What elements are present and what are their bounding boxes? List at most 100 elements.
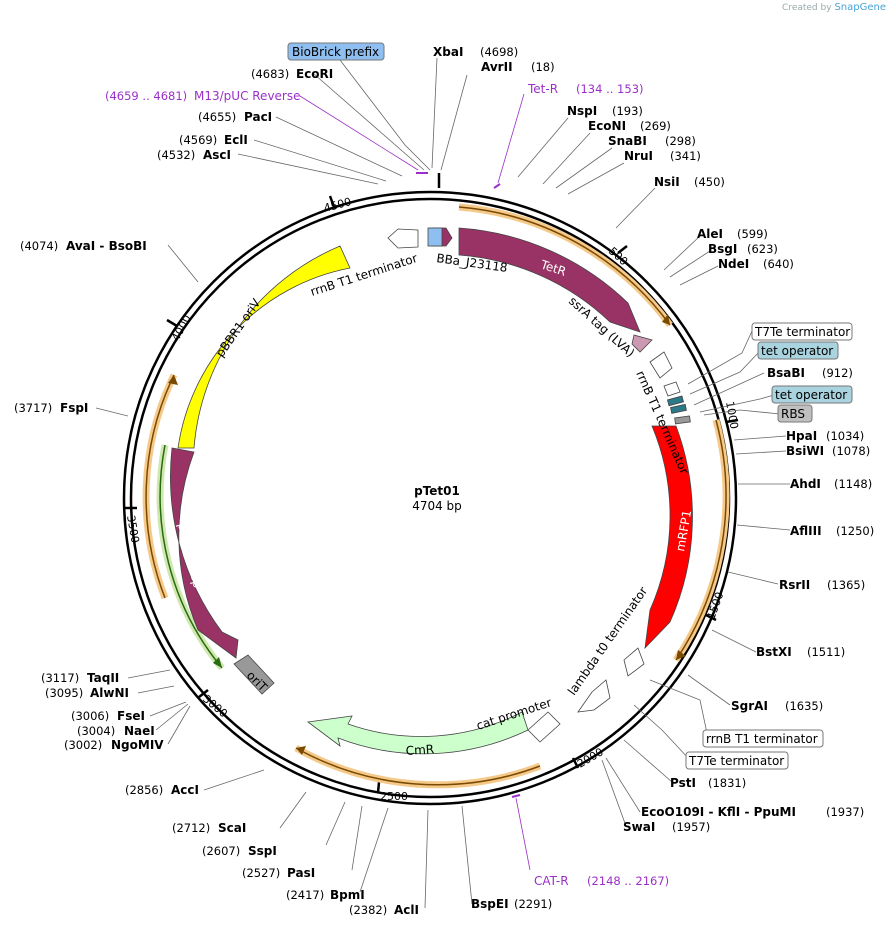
site-name: PstI (670, 776, 696, 790)
feature-label: pBBR1 oriV (213, 296, 264, 360)
boxed-feature-label: BioBrick prefix (292, 45, 379, 59)
site-name: ScaI (218, 821, 246, 835)
site-name: AleI (697, 227, 723, 241)
site-pos: (341) (670, 149, 701, 163)
site-pos: (18) (531, 60, 555, 74)
site-name: EcoNI (588, 119, 626, 133)
site-pos: (1250) (836, 524, 874, 538)
site-pos: (2527) (242, 866, 280, 880)
site-pos: (193) (612, 104, 643, 118)
boxed-feature-label: rrnB T1 terminator (706, 732, 818, 746)
mrfp1-arrow (644, 425, 693, 650)
feature-label: lambda t0 terminator (565, 584, 650, 698)
tick-label: 1000 (723, 400, 741, 430)
feature-label: CmR (405, 742, 434, 758)
site-name: NgoMIV (111, 738, 164, 752)
site-name: SnaBI (608, 134, 647, 148)
site-pos: (623) (747, 242, 778, 256)
site-name: BsiWI (786, 444, 824, 458)
site-name: AscI (203, 148, 231, 162)
site-pos: (298) (665, 134, 696, 148)
site-name: BsgI (708, 242, 737, 256)
site-pos: (2382) (349, 903, 387, 917)
site-pos: (4683) (251, 67, 289, 81)
site-name: SwaI (623, 820, 655, 834)
site-name: NaeI (124, 724, 155, 738)
site-name: NruI (624, 149, 653, 163)
site-pos: (2291) (514, 897, 552, 911)
site-pos: (1365) (827, 578, 865, 592)
boxed-feature-label: T7Te terminator (688, 754, 784, 768)
primer-name: CAT-R (534, 874, 569, 888)
site-pos: (912) (822, 366, 853, 380)
site-pos: (2417) (286, 888, 324, 902)
primer-name: Tet-R (527, 82, 558, 96)
site-name: XbaI (433, 45, 463, 59)
plasmid-length: 4704 bp (412, 499, 462, 513)
site-pos: (4532) (157, 148, 195, 162)
site-name: RsrII (779, 578, 810, 592)
site-name: HpaI (786, 429, 817, 443)
primer-range: (4659 .. 4681) (105, 89, 187, 103)
pbbr1-oriv-arrow (177, 245, 351, 449)
site-pos: (3006) (71, 709, 109, 723)
site-name: FseI (117, 709, 145, 723)
primer-range: (134 .. 153) (576, 82, 644, 96)
site-pos: (4655) (198, 110, 236, 124)
site-name: AvaI - BsoBI (66, 239, 147, 253)
feature-arrows (170, 227, 693, 755)
boxed-feature-label: T7Te terminator (754, 325, 850, 339)
site-name: AhdI (790, 477, 821, 491)
tick-label: 2500 (380, 790, 408, 803)
primer-range: (2148 .. 2167) (587, 874, 669, 888)
restriction-sites-right: XbaI (4698) AvrII (18) NspI (193) EcoNI (269… (433, 45, 874, 911)
site-pos: (640) (763, 257, 794, 271)
site-name: PasI (287, 866, 315, 880)
site-name: SgrAI (731, 699, 768, 713)
primer-leaders (299, 93, 531, 871)
orf-arcs (142, 203, 730, 789)
site-name: EcoO109I - KflI - PpuMI (641, 805, 796, 819)
brand-credit: Created by SnapGene (782, 2, 886, 13)
primer-name: M13/pUC Reverse (194, 89, 301, 103)
site-pos: (3002) (64, 738, 102, 752)
boxed-feature-label: tet operator (761, 344, 833, 358)
site-pos: (1034) (826, 429, 864, 443)
site-pos: (3095) (45, 686, 83, 700)
site-name: FspI (60, 401, 88, 415)
site-pos: (4698) (480, 45, 518, 59)
site-name: AvrII (481, 60, 513, 74)
site-name: BsaBI (767, 366, 805, 380)
site-name: AflIII (790, 524, 822, 538)
site-pos: (3717) (14, 401, 52, 415)
boxed-feature-label: RBS (781, 407, 805, 421)
site-name: NspI (567, 104, 597, 118)
site-name: TaqII (87, 671, 119, 685)
site-pos: (4074) (20, 239, 58, 253)
site-name: BstXI (756, 645, 792, 659)
tick-label: 4500 (322, 195, 352, 215)
tick-label: 3500 (124, 514, 142, 544)
leader-lines (95, 57, 791, 909)
site-pos: (1511) (807, 645, 845, 659)
site-pos: (2712) (172, 821, 210, 835)
site-pos: (2856) (125, 783, 163, 797)
site-pos: (599) (737, 227, 768, 241)
site-pos: (1635) (785, 699, 823, 713)
site-pos: (450) (694, 175, 725, 189)
site-name: EcoRI (296, 67, 333, 81)
tick-label: 4000 (169, 313, 194, 344)
restriction-sites-left: (2382)AclI (2417)BpmI (2527)PasI (2607)S… (14, 67, 419, 917)
boxed-features: BioBrick prefix T7Te terminator tet oper… (287, 42, 853, 770)
pbbr1-rep-arrow (170, 447, 239, 659)
backbone-outer (122, 190, 738, 806)
site-pos: (4569) (179, 133, 217, 147)
tetr-arrow (458, 227, 641, 333)
cmr-arrow (306, 711, 529, 755)
site-pos: (269) (640, 119, 671, 133)
site-name: EclI (224, 133, 248, 147)
site-name: AccI (171, 783, 199, 797)
site-name: BpmI (330, 888, 365, 902)
site-name: NdeI (718, 257, 749, 271)
